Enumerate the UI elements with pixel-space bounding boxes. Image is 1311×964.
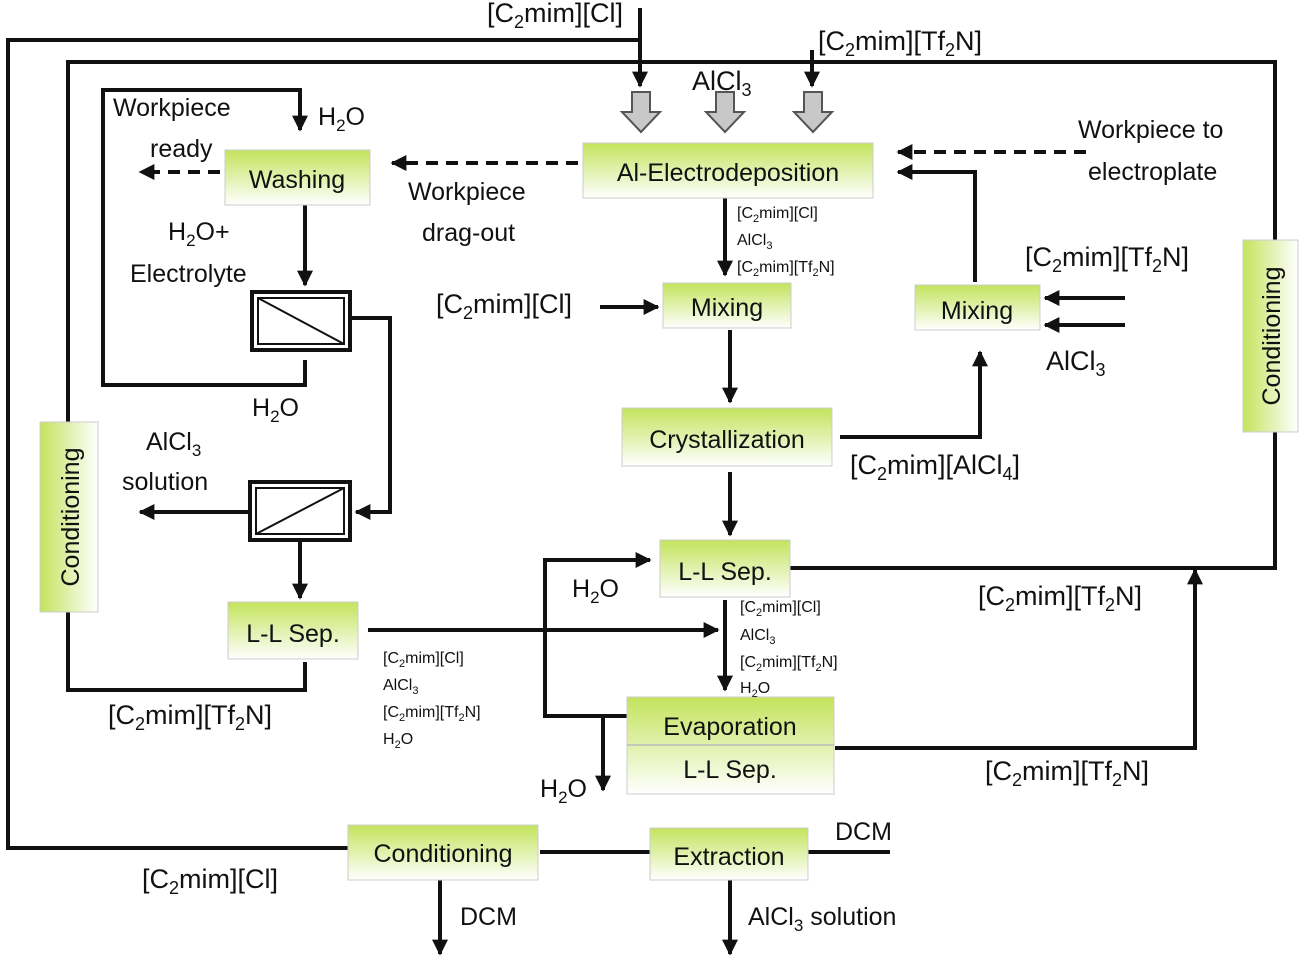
label-alcl3-top: AlCl3 — [692, 66, 752, 100]
svg-text:Mixing: Mixing — [691, 294, 763, 322]
label-workpiece-to-2: electroplate — [1088, 158, 1217, 186]
label-alcl3-solution-left: AlCl3 — [146, 428, 201, 460]
svg-text:L-L Sep.: L-L Sep. — [678, 558, 772, 586]
svg-text:AlCl3: AlCl3 — [383, 677, 418, 697]
svg-text:[C2mim][Tf2N]: [C2mim][Tf2N] — [737, 259, 835, 279]
label-c2mim-tf2n-right: [C2mim][Tf2N] — [978, 581, 1142, 615]
label-alcl3-solution-bottom: AlCl3 solution — [748, 903, 896, 935]
label-workpiece-dragout-1: Workpiece — [408, 178, 526, 206]
box-extraction: Extraction — [649, 827, 809, 881]
svg-text:Conditioning: Conditioning — [374, 840, 513, 868]
cryst-to-mixing-right — [840, 350, 988, 439]
svg-text:L-L Sep.: L-L Sep. — [683, 756, 777, 784]
evap-to-tf2n — [835, 568, 1203, 750]
box-mixing-right: Mixing — [914, 284, 1041, 331]
svg-text:H2O: H2O — [383, 731, 413, 751]
svg-text:Conditioning: Conditioning — [1258, 267, 1286, 406]
svg-text:[C2mim][Cl]: [C2mim][Cl] — [740, 599, 821, 619]
box-crystallization: Crystallization — [621, 407, 833, 467]
label-h2o-evap: H2O — [540, 775, 587, 807]
label-c2mim-tf2n-evap: [C2mim][Tf2N] — [985, 756, 1149, 790]
label-c2mim-cl-mixing: [C2mim][Cl] — [436, 289, 572, 323]
label-solution-left: solution — [122, 468, 208, 496]
membrane-filter-1 — [250, 290, 352, 352]
label-h2o-washing: H2O — [318, 103, 365, 135]
feed-arrow-3 — [791, 91, 835, 134]
label-c2mim-tf2n-top: [C2mim][Tf2N] — [818, 26, 982, 60]
box-ll-sep-left: L-L Sep. — [227, 601, 359, 660]
label-workpiece-to-1: Workpiece to — [1078, 116, 1223, 144]
feed-arrow-2 — [703, 91, 747, 134]
label-dcm-conditioning: DCM — [460, 903, 517, 931]
svg-text:Crystallization: Crystallization — [649, 426, 805, 454]
label-h2o-llsep: H2O — [572, 575, 619, 607]
label-llsep-left-stream: [C2mim][Cl] AlCl3 [C2mim][Tf2N] H2O — [383, 650, 481, 751]
evap-water-recycle — [543, 552, 652, 718]
mixing-right-to-electro — [896, 164, 977, 282]
label-c2mim-alcl4: [C2mim][AlCl4] — [850, 450, 1020, 484]
membrane-filter-2 — [248, 480, 352, 542]
label-c2mim-cl-top: [C2mim][Cl] — [487, 0, 623, 32]
svg-text:Extraction: Extraction — [673, 843, 784, 871]
svg-text:[C2mim][Cl]: [C2mim][Cl] — [383, 650, 464, 670]
box-conditioning-right: Conditioning — [1242, 239, 1299, 433]
box-mixing-center: Mixing — [662, 282, 792, 329]
svg-text:H2O: H2O — [740, 680, 770, 700]
label-llsep-stream: [C2mim][Cl] AlCl3 [C2mim][Tf2N] H2O — [740, 599, 838, 700]
label-c2mim-tf2n-left: [C2mim][Tf2N] — [108, 700, 272, 734]
svg-text:AlCl3: AlCl3 — [737, 232, 772, 252]
label-workpiece-ready-2: ready — [150, 135, 213, 163]
svg-text:Evaporation: Evaporation — [663, 713, 796, 741]
washing-recycle-loop — [101, 88, 308, 387]
feed-arrows — [619, 91, 835, 134]
box-al-electrodeposition: Al-Electrodeposition — [582, 142, 874, 199]
label-electrolyte: Electrolyte — [130, 260, 247, 288]
svg-text:Conditioning: Conditioning — [57, 448, 85, 587]
label-h2o-plus: H2O+ — [168, 218, 230, 250]
box-conditioning-left: Conditioning — [39, 421, 99, 613]
svg-text:Mixing: Mixing — [941, 297, 1013, 325]
label-workpiece-dragout-2: drag-out — [422, 219, 515, 247]
box-washing: Washing — [224, 149, 371, 206]
label-workpiece-ready-1: Workpiece — [113, 94, 231, 122]
right-conditioning-to-llsep — [790, 432, 1277, 570]
label-dcm-extraction: DCM — [835, 818, 892, 846]
svg-text:[C2mim][Tf2N]: [C2mim][Tf2N] — [740, 654, 838, 674]
flow-lines — [6, 8, 1277, 956]
svg-text:L-L Sep.: L-L Sep. — [246, 620, 340, 648]
svg-text:AlCl3: AlCl3 — [740, 627, 775, 647]
label-h2o-filter1: H2O — [252, 394, 299, 426]
box-ll-sep-right: L-L Sep. — [659, 539, 791, 598]
label-c2mim-tf2n-mixing: [C2mim][Tf2N] — [1025, 242, 1189, 276]
svg-text:Al-Electrodeposition: Al-Electrodeposition — [617, 159, 839, 187]
left-conditioning-bottom — [66, 612, 307, 692]
left-conditioning-loop — [66, 60, 1277, 422]
filter1-to-filter2 — [352, 316, 392, 520]
label-c2mim-cl-bottom: [C2mim][Cl] — [142, 864, 278, 898]
box-evaporation: Evaporation L-L Sep. — [626, 696, 835, 795]
svg-text:Washing: Washing — [249, 166, 345, 194]
label-alcl3-mixing: AlCl3 — [1046, 346, 1106, 380]
feed-arrow-1 — [619, 91, 663, 134]
svg-text:[C2mim][Tf2N]: [C2mim][Tf2N] — [383, 704, 481, 724]
box-conditioning-bottom: Conditioning — [347, 824, 539, 881]
label-electro-stream: [C2mim][Cl] AlCl3 [C2mim][Tf2N] — [737, 205, 835, 279]
svg-text:[C2mim][Cl]: [C2mim][Cl] — [737, 205, 818, 225]
